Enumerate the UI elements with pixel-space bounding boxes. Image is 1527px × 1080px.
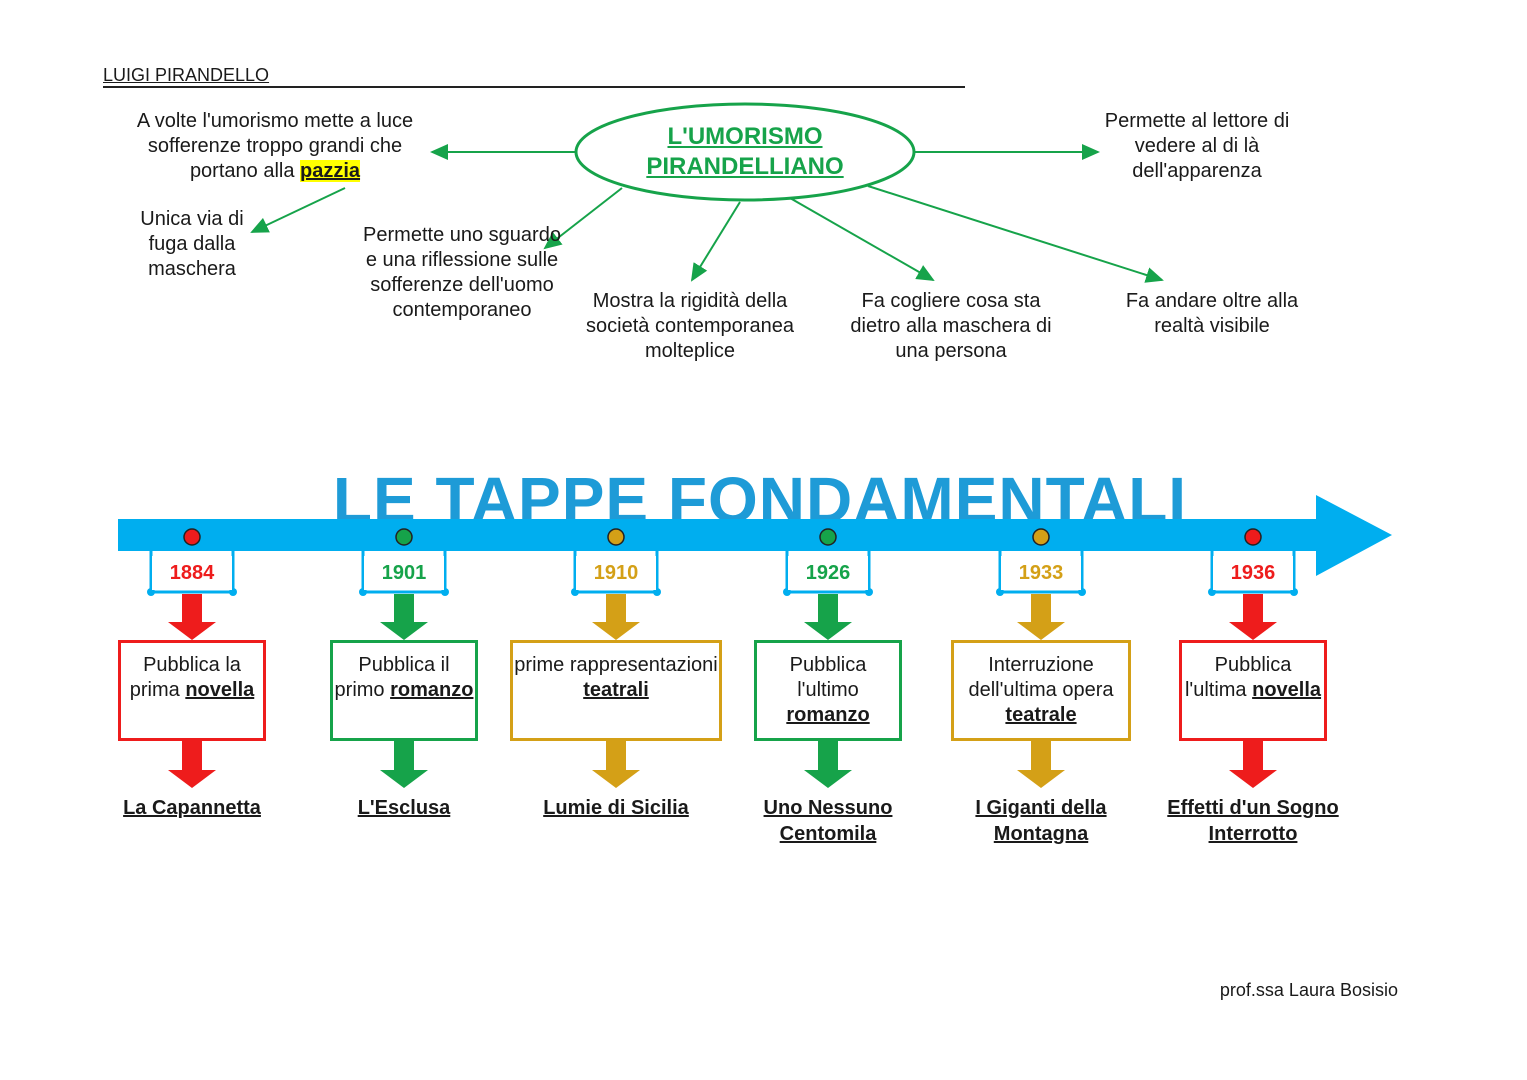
milestone-description: Pubblica l'ultimo bbox=[789, 654, 867, 701]
center-title-line2: PIRANDELLIANO bbox=[646, 153, 844, 180]
bracket-node bbox=[571, 588, 579, 596]
year-bracket bbox=[1210, 551, 1296, 594]
note-fuga: Unica via di fuga dalla maschera bbox=[140, 208, 244, 280]
arrow-to-oltre bbox=[867, 185, 1164, 283]
milestone-box: Interruzione dell'ultima opera teatrale bbox=[951, 640, 1131, 741]
arrow-to-fuga bbox=[250, 187, 346, 233]
down-arrow-to-work bbox=[1017, 741, 1065, 788]
note-rigidita: Mostra la rigidità della società contemp… bbox=[586, 290, 794, 362]
bracket-node bbox=[1078, 588, 1086, 596]
center-title-line1: L'UMORISMO bbox=[667, 123, 823, 150]
milestone-keyword: teatrali bbox=[583, 679, 649, 701]
note-sguardo: Permette uno sguardo e una riflessione s… bbox=[363, 224, 561, 321]
milestone-dot bbox=[607, 528, 625, 546]
milestone-box: Pubblica l'ultima novella bbox=[1179, 640, 1327, 741]
down-arrow-to-box bbox=[592, 594, 640, 640]
milestone-dot bbox=[183, 528, 201, 546]
down-arrow-to-box bbox=[168, 594, 216, 640]
milestone-work-title: La Capannetta bbox=[123, 797, 261, 819]
bracket-node bbox=[1290, 588, 1298, 596]
note-pazzia-highlight: pazzia bbox=[300, 160, 361, 182]
down-arrow-to-work bbox=[592, 741, 640, 788]
milestone-box: Pubblica l'ultimo romanzo bbox=[754, 640, 902, 741]
arrow-to-rigidita bbox=[690, 201, 741, 282]
bracket-node bbox=[229, 588, 237, 596]
author-credit: prof.ssa Laura Bosisio bbox=[1219, 980, 1398, 1000]
bracket-node bbox=[865, 588, 873, 596]
note-lettore: Permette al lettore di vedere al di là d… bbox=[1104, 110, 1290, 182]
milestone-keyword: romanzo bbox=[390, 679, 474, 701]
down-arrow-to-box bbox=[1229, 594, 1277, 640]
milestone-keyword: teatrale bbox=[1005, 704, 1077, 726]
year-bracket bbox=[149, 551, 235, 594]
milestone-box: Pubblica la prima novella bbox=[118, 640, 266, 741]
milestone-year: 1933 bbox=[1001, 556, 1081, 590]
center-ellipse bbox=[574, 102, 916, 202]
year-bracket bbox=[785, 551, 871, 594]
header-title: LUIGI PIRANDELLO bbox=[103, 65, 270, 85]
milestone-work-title: Lumie di Sicilia bbox=[543, 797, 689, 819]
year-bracket bbox=[573, 551, 659, 594]
milestone-description: prime rappresentazioni bbox=[514, 654, 718, 676]
milestone-work-title: L'Esclusa bbox=[357, 797, 451, 819]
milestone-box: Pubblica il primo romanzo bbox=[330, 640, 478, 741]
year-bracket bbox=[998, 551, 1084, 594]
milestone-keyword: novella bbox=[185, 679, 255, 701]
milestone-dot bbox=[819, 528, 837, 546]
milestone-year: 1910 bbox=[576, 556, 656, 590]
down-arrow-to-work bbox=[1229, 741, 1277, 788]
note-cogliere: Fa cogliere cosa sta dietro alla mascher… bbox=[850, 290, 1052, 362]
note-pazzia-text: A volte l'umorismo mette a luce sofferen… bbox=[136, 110, 414, 182]
bracket-node bbox=[1208, 588, 1216, 596]
milestone-description: Pubblica il primo bbox=[334, 654, 450, 701]
milestone-box: prime rappresentazioni teatrali bbox=[510, 640, 722, 741]
down-arrow-to-work bbox=[380, 741, 428, 788]
milestone-work-title: I Giganti della Montagna bbox=[975, 797, 1107, 845]
timeline-title: LE TAPPE FONDAMENTALI bbox=[332, 464, 1188, 522]
down-arrow-to-box bbox=[804, 594, 852, 640]
milestone-description: Pubblica la prima bbox=[129, 654, 241, 701]
bracket-node bbox=[147, 588, 155, 596]
milestone-description: Interruzione dell'ultima opera bbox=[968, 654, 1114, 701]
milestone-work-title: Effetti d'un Sogno Interrotto bbox=[1167, 797, 1339, 845]
down-arrow-to-work bbox=[804, 741, 852, 788]
bracket-node bbox=[441, 588, 449, 596]
milestone-dot bbox=[1244, 528, 1262, 546]
milestone-keyword: romanzo bbox=[786, 704, 870, 726]
timeline-arrow bbox=[118, 495, 1392, 576]
milestone-dot bbox=[1032, 528, 1050, 546]
arrow-to-sguardo bbox=[543, 187, 623, 250]
document-header: LUIGI PIRANDELLO bbox=[103, 64, 965, 88]
milestone-keyword: novella bbox=[1252, 679, 1322, 701]
arrow-to-cogliere bbox=[789, 197, 935, 281]
milestone-dot bbox=[395, 528, 413, 546]
milestone-work-title: Uno Nessuno Centomila bbox=[763, 797, 893, 845]
center-title: L'UMORISMO PIRANDELLIANO bbox=[600, 122, 890, 182]
down-arrow-to-box bbox=[380, 594, 428, 640]
milestone-year: 1926 bbox=[788, 556, 868, 590]
note-pazzia: A volte l'umorismo mette a luce sofferen… bbox=[125, 109, 425, 184]
note-oltre: Fa andare oltre alla realtà visibile bbox=[1125, 290, 1299, 337]
milestone-year: 1901 bbox=[364, 556, 444, 590]
bracket-node bbox=[996, 588, 1004, 596]
milestone-year: 1936 bbox=[1213, 556, 1293, 590]
bracket-node bbox=[783, 588, 791, 596]
bracket-node bbox=[653, 588, 661, 596]
down-arrow-to-work bbox=[168, 741, 216, 788]
year-bracket bbox=[361, 551, 447, 594]
down-arrow-to-box bbox=[1017, 594, 1065, 640]
milestone-year: 1884 bbox=[152, 556, 232, 590]
bracket-node bbox=[359, 588, 367, 596]
milestone-description: Pubblica l'ultima bbox=[1184, 654, 1292, 701]
